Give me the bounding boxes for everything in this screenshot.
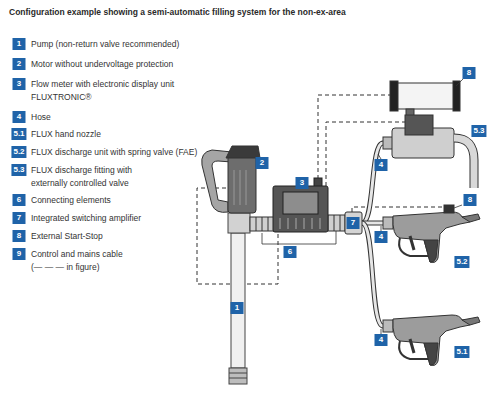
legend-text: Flow meter with electronic display unit … — [31, 78, 196, 104]
discharge-unit — [410, 236, 414, 250]
legend-number: 8 — [13, 230, 26, 242]
discharge-unit — [424, 240, 438, 262]
hose — [362, 143, 383, 223]
discharge-fitting — [395, 83, 455, 109]
legend-text: Integrated switching amplifier — [31, 212, 231, 225]
flow-meter — [283, 192, 318, 214]
legend-text: Motor without undervoltage protection — [31, 58, 231, 71]
discharge-fitting — [405, 115, 433, 135]
callout-number: 4 — [375, 231, 388, 243]
flow-meter — [304, 218, 305, 229]
hand-nozzle — [410, 339, 414, 353]
callout-number: 2 — [256, 157, 269, 169]
connecting-element — [268, 217, 269, 231]
hose — [362, 143, 383, 223]
connecting-element — [328, 215, 345, 231]
flow-meter — [280, 218, 281, 229]
callout-number: 5.1 — [454, 346, 469, 358]
legend-number: 9 — [13, 248, 26, 260]
flow-meter — [288, 218, 289, 229]
legend-number: 7 — [13, 212, 26, 224]
discharge-fitting — [383, 81, 474, 188]
callout-number: 6 — [284, 246, 297, 258]
discharge-fitting — [390, 81, 398, 111]
connecting-element — [256, 217, 257, 231]
pump-motor — [246, 170, 247, 205]
connecting-element — [334, 215, 335, 231]
legend-number: 5.2 — [11, 146, 26, 158]
flow-meter — [273, 186, 328, 232]
legend-text: FLUX discharge unit with spring valve (F… — [31, 146, 231, 159]
legend-text: Hose — [31, 111, 231, 124]
flow-meter — [296, 218, 297, 229]
legend-number: 5.1 — [11, 128, 26, 140]
legend-number: 4 — [13, 111, 26, 123]
hand-nozzle — [393, 315, 470, 366]
callout-number: 3 — [296, 177, 309, 189]
discharge-unit — [383, 217, 393, 229]
flow-meter — [312, 218, 313, 229]
flow-meter — [320, 218, 321, 229]
discharge-unit — [462, 214, 480, 222]
discharge-unit — [444, 205, 454, 213]
pump-tube — [228, 213, 250, 233]
control-cable — [352, 207, 444, 212]
callout-number: 8 — [464, 194, 477, 206]
connecting-element — [340, 215, 341, 231]
pump-motor — [202, 150, 232, 212]
pump-tube — [231, 233, 245, 368]
pump-tube — [229, 373, 247, 374]
connecting-element — [250, 217, 274, 231]
discharge-unit — [383, 205, 480, 263]
hand-nozzle — [383, 315, 480, 366]
pump-motor — [240, 170, 241, 205]
legend-number: 5.3 — [11, 164, 26, 176]
legend-text: External Start-Stop — [31, 230, 231, 243]
hand-nozzle — [383, 320, 393, 332]
leader-line — [262, 79, 463, 334]
leader-line — [456, 79, 463, 86]
pump-tube — [229, 368, 247, 384]
switching-amplifier — [345, 212, 362, 234]
legend-text: FLUX discharge fitting with externally c… — [31, 164, 161, 190]
diagram-title: Configuration example showing a semi-aut… — [9, 7, 346, 17]
connecting-element — [262, 217, 263, 231]
legend-text: Control and mains cable (— — — in figure… — [31, 248, 131, 274]
discharge-fitting — [454, 138, 474, 188]
callout-number: 7 — [347, 217, 360, 229]
callout-number: 1 — [231, 302, 244, 314]
discharge-unit — [393, 212, 470, 263]
leader-line — [454, 205, 462, 208]
legend-number: 6 — [13, 194, 26, 206]
callout-number: 4 — [375, 334, 388, 346]
pump-tube — [228, 213, 250, 384]
legend-text: Pump (non-return valve recommended) — [31, 38, 231, 51]
legend-text: Connecting elements — [31, 194, 231, 207]
pump-tube — [229, 378, 247, 379]
legend-number: 1 — [13, 38, 26, 50]
callout-number: 5.2 — [454, 256, 469, 268]
leader-line — [262, 231, 336, 244]
control-cable — [318, 95, 390, 186]
flow-meter — [273, 178, 328, 232]
hand-nozzle — [462, 317, 480, 325]
discharge-fitting — [454, 138, 474, 188]
hand-nozzle — [424, 343, 438, 365]
callout-number: 4 — [375, 159, 388, 171]
legend-text: FLUX hand nozzle — [31, 128, 231, 141]
legend-number: 2 — [13, 58, 26, 70]
pump-motor — [202, 146, 260, 213]
pump-motor — [234, 170, 235, 205]
callout-number: 8 — [463, 67, 476, 79]
switching-amplifier — [345, 212, 362, 234]
callout-number: 5.3 — [471, 125, 486, 137]
legend-number: 3 — [13, 78, 26, 90]
pump-motor — [228, 155, 256, 213]
